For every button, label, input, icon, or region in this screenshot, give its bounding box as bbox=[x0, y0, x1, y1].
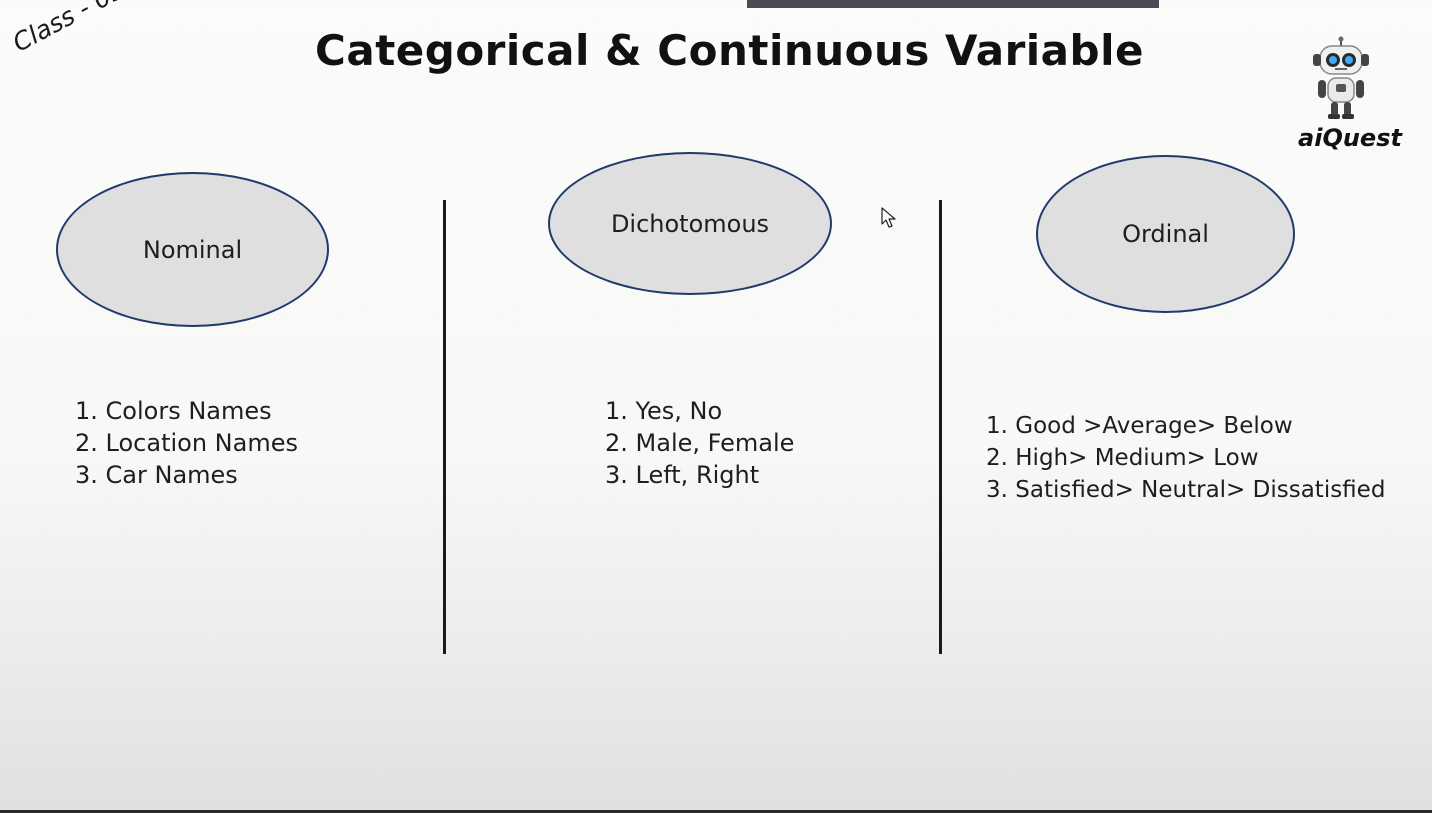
list-item: 1. Yes, No bbox=[605, 397, 723, 425]
bottom-border bbox=[0, 810, 1432, 813]
list-item: 2. Male, Female bbox=[605, 429, 795, 457]
logo-text: aiQuest bbox=[1298, 124, 1402, 152]
nominal-heading: Nominal bbox=[142, 235, 243, 264]
dichotomous-examples-list: 1. Yes, No 2. Male, Female 3. Left, Righ… bbox=[605, 395, 794, 491]
nominal-examples-list: 1. Colors Names 2. Location Names 3. Car… bbox=[75, 395, 298, 491]
dichotomous-ellipse: Dichotomous bbox=[548, 152, 832, 295]
list-item: 3. Satisfied> Neutral> Dissatisfied bbox=[986, 477, 1386, 503]
ordinal-examples-list: 1. Good >Average> Below 2. High> Medium>… bbox=[986, 410, 1385, 506]
list-item: 1. Colors Names bbox=[75, 397, 272, 425]
list-item: 2. High> Medium> Low bbox=[986, 445, 1259, 471]
video-progress-bar bbox=[747, 0, 1159, 8]
list-item: 2. Location Names bbox=[75, 429, 298, 457]
robot-icon bbox=[1313, 36, 1369, 119]
column-divider bbox=[443, 200, 446, 654]
brand-logo: aiQuest bbox=[1290, 36, 1410, 161]
ordinal-heading: Ordinal bbox=[1122, 220, 1209, 248]
list-item: 1. Good >Average> Below bbox=[986, 413, 1293, 439]
slide-title: Categorical & Continuous Variable bbox=[315, 26, 1144, 75]
column-divider bbox=[939, 200, 942, 654]
list-item: 3. Left, Right bbox=[605, 461, 760, 489]
ordinal-ellipse: Ordinal bbox=[1036, 155, 1295, 313]
nominal-ellipse: Nominal bbox=[56, 172, 329, 327]
mouse-cursor-icon bbox=[881, 207, 896, 228]
list-item: 3. Car Names bbox=[75, 461, 238, 489]
dichotomous-heading: Dichotomous bbox=[610, 209, 770, 238]
